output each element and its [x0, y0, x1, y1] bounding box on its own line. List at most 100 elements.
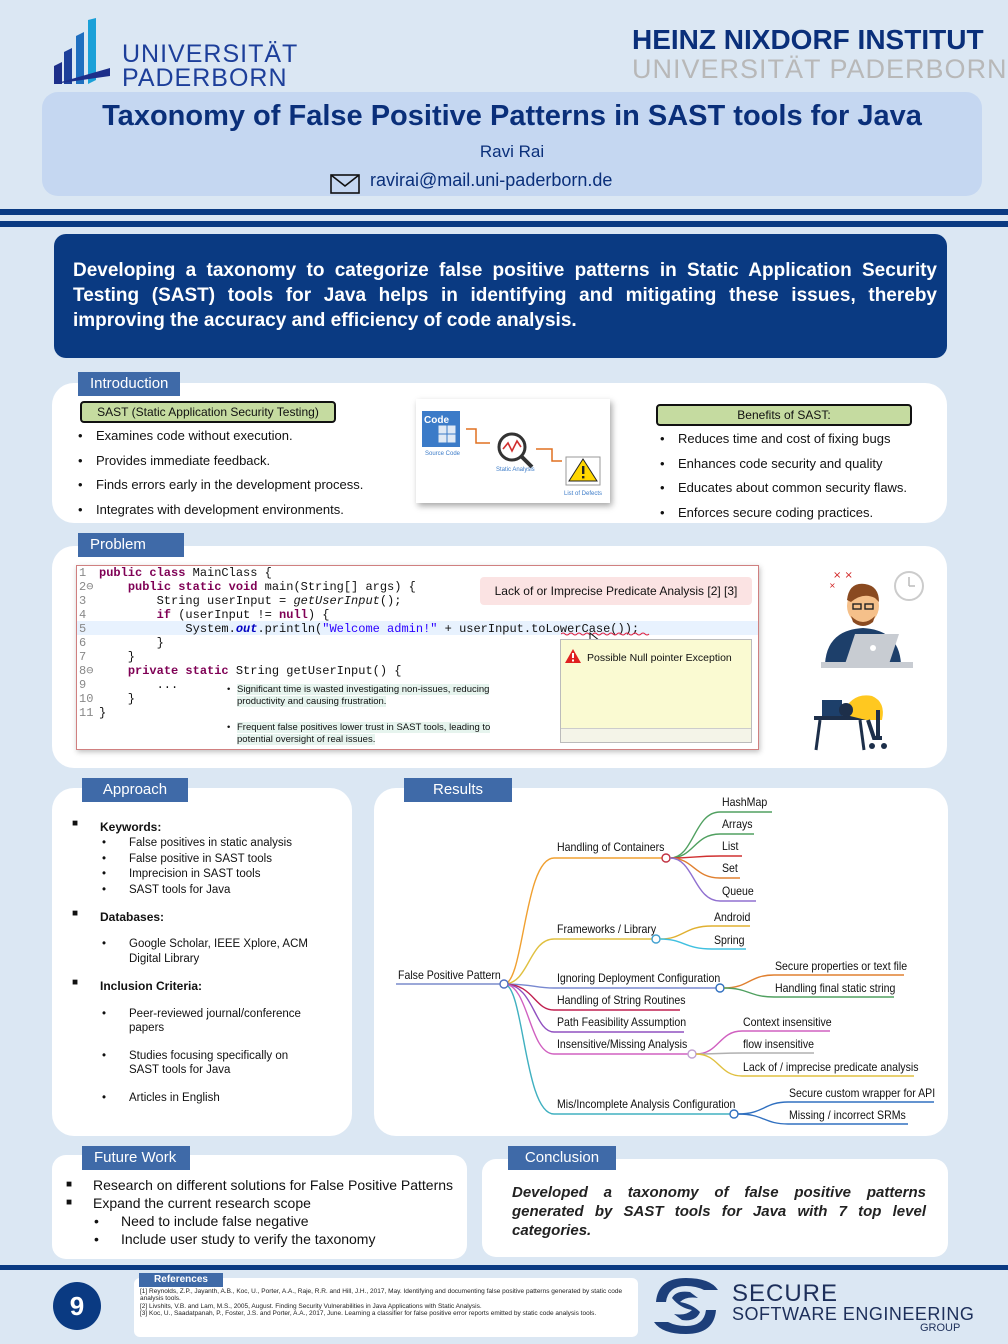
list-item: Articles in English [100, 1091, 320, 1105]
references-tab: References [139, 1273, 223, 1287]
mindmap-leaf: Spring [714, 933, 745, 947]
references-panel [134, 1278, 638, 1337]
mindmap-leaf: Lack of / imprecise predicate analysis [743, 1060, 919, 1074]
code-label: Code [424, 415, 449, 426]
problem-callout: Lack of or Imprecise Predicate Analysis … [480, 577, 752, 605]
frustrated-developer-icon: × × × [821, 570, 924, 668]
problem-note-2: • Frequent false positives lower trust i… [227, 722, 491, 745]
list-item: Peer-reviewed journal/conference papers [100, 1007, 320, 1035]
problem-note-1-text: Significant time is wasted investigating… [237, 684, 490, 707]
summary-box: Developing a taxonomy to categorize fals… [54, 234, 947, 358]
email-link[interactable]: ravirai@mail.uni-paderborn.de [370, 170, 613, 190]
references-list: [1] Reynolds, Z.P., Jayanth, A.B., Koc, … [140, 1288, 630, 1318]
page-title: Taxonomy of False Positive Patterns in S… [102, 100, 922, 132]
sse-logo-icon [654, 1278, 718, 1334]
error-underline [561, 632, 650, 636]
sse-logo-line3: GROUP [920, 1322, 961, 1334]
list-item: Enhances code security and quality [658, 452, 943, 477]
sse-logo: SECURE SOFTWARE ENGINEERING GROUP [646, 1274, 986, 1338]
list-item: Examines code without execution. [76, 424, 396, 449]
list-item: Enforces secure coding practices. [658, 501, 943, 526]
mindmap-category: Path Feasibility Assumption [557, 1015, 687, 1029]
list-item: False positive in SAST tools [100, 852, 340, 868]
mail-icon [330, 174, 360, 194]
results-panel [374, 788, 948, 1136]
databases-list: Google Scholar, IEEE Xplore, ACM Digital… [100, 937, 320, 967]
problem-note-1: • Significant time is wasted investigati… [227, 684, 490, 707]
list-item: Need to include false negative [92, 1212, 466, 1230]
university-logo: UNIVERSITÄT PADERBORN [52, 18, 297, 92]
page-number-badge: 9 [53, 1282, 101, 1330]
conclusion-panel [482, 1159, 948, 1257]
mindmap-leaf: flow insensitive [743, 1037, 815, 1051]
mindmap-leaf: Set [722, 861, 738, 875]
mindmap-leaf: Context insensitive [743, 1015, 832, 1029]
reference-item: [2] Livshits, V.B. and Lam, M.S., 2005, … [140, 1302, 482, 1310]
keywords-list: False positives in static analysis False… [100, 836, 340, 898]
future-work-tab: Future Work [82, 1146, 190, 1170]
mindmap-leaf: Arrays [722, 817, 753, 831]
mindmap-leaf: Handling final static string [775, 981, 896, 995]
title-box: Taxonomy of False Positive Patterns in S… [42, 92, 982, 196]
list-item: Educates about common security flaws. [658, 476, 943, 501]
introduction-tab: Introduction [78, 372, 181, 396]
list-item: False positives in static analysis [100, 836, 340, 852]
list-item: Google Scholar, IEEE Xplore, ACM Digital… [100, 937, 320, 967]
mindmap-leaf: HashMap [722, 795, 768, 809]
mindmap-leaf: Android [714, 910, 751, 924]
summary-text: Developing a taxonomy to categorize fals… [73, 260, 937, 331]
source-code-label: Source Code [425, 451, 461, 457]
databases-label: ■Databases: [72, 908, 165, 924]
mindmap-leaf: List [722, 839, 739, 853]
svg-text:× ×: × × [833, 570, 853, 581]
benefits-list: Reduces time and cost of fixing bugs Enh… [658, 427, 943, 525]
mindmap-leaf: Missing / incorrect SRMs [789, 1108, 906, 1122]
mindmap-category: Mis/Incomplete Analysis Configuration [557, 1097, 736, 1111]
warning-tooltip: Possible Null pointer Exception [560, 639, 752, 743]
mindmap-category: Ignoring Deployment Configuration [557, 971, 721, 985]
list-item: Finds errors early in the development pr… [76, 473, 396, 498]
sast-diagram: Code Source Code Static Analysis List of… [416, 399, 610, 503]
author-name: Ravi Rai [479, 142, 545, 161]
problem-tab: Problem [78, 533, 184, 557]
reference-item: [1] Reynolds, Z.P., Jayanth, A.B., Koc, … [140, 1288, 623, 1303]
sast-list: Examines code without execution. Provide… [76, 424, 396, 522]
mindmap-category: Handling of String Routines [557, 993, 686, 1007]
svg-text:×: × [829, 581, 836, 590]
sse-logo-line1: SECURE [732, 1280, 839, 1307]
taxonomy-mindmap [396, 811, 934, 1125]
list-item: Provides immediate feedback. [76, 449, 396, 474]
sast-diagram-graphic [422, 411, 601, 486]
code-highlight-line [77, 621, 758, 635]
list-item: Imprecision in SAST tools [100, 867, 340, 883]
footer-divider [0, 1265, 1008, 1270]
page-number: 9 [69, 1291, 85, 1321]
keywords-label: ■Keywords: [72, 818, 162, 834]
mindmap-category: Insensitive/Missing Analysis [557, 1037, 688, 1051]
warning-icon [565, 649, 581, 663]
university-logo-icon [54, 18, 110, 84]
tired-developer-icon [814, 695, 887, 751]
benefits-box: Benefits of SAST: [656, 404, 912, 426]
list-item: Reduces time and cost of fixing bugs [658, 427, 943, 452]
mindmap-category: Handling of Containers [557, 840, 665, 854]
list-item: Integrates with development environments… [76, 498, 396, 523]
list-item: Studies focusing specifically on SAST to… [100, 1049, 320, 1077]
tooltip-footer [561, 728, 751, 742]
results-tab: Results [404, 778, 512, 802]
university-logo-line1: UNIVERSITÄT [122, 40, 299, 68]
university-logo-line2: PADERBORN [122, 64, 288, 92]
list-item: Include user study to verify the taxonom… [92, 1230, 466, 1248]
hni-logo-line2: UNIVERSITÄT PADERBORN [632, 54, 1008, 84]
conclusion-text: Developed a taxonomy of false positive p… [512, 1184, 926, 1239]
mindmap-category: Frameworks / Library [557, 922, 657, 936]
mindmap-leaf: Secure custom wrapper for API [789, 1086, 936, 1100]
criteria-list: Peer-reviewed journal/conference papers … [100, 1007, 320, 1105]
warning-text: Possible Null pointer Exception [587, 652, 732, 664]
criteria-label: ■Inclusion Criteria: [72, 977, 203, 993]
list-of-defects-label: List of Defects [564, 491, 603, 497]
mindmap-leaf: Secure properties or text file [775, 959, 908, 973]
future-work-sublist: Need to include false negative Include u… [66, 1212, 466, 1248]
